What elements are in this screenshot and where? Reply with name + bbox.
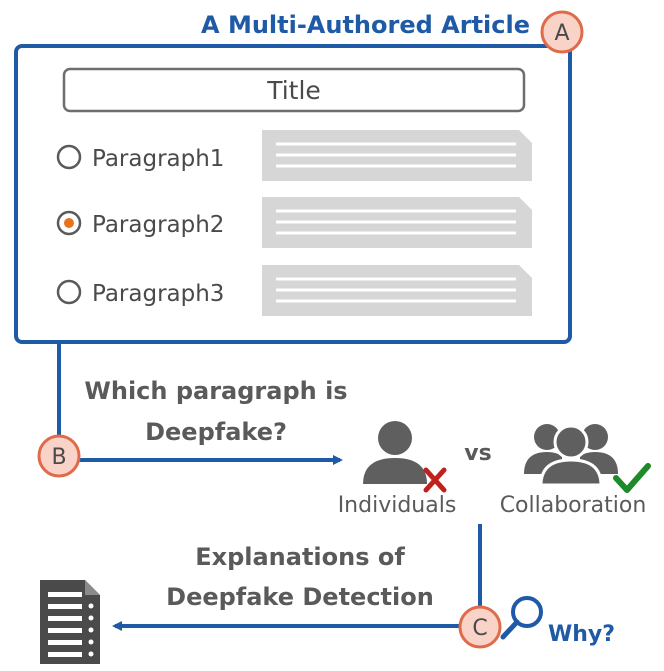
paragraph-row-3: Paragraph3 [56, 265, 532, 316]
paragraph-placeholder-3 [262, 265, 532, 316]
paragraph-row-2: Paragraph2 [56, 197, 532, 248]
radio-button-paragraph-1[interactable] [56, 144, 82, 170]
radio-button-paragraph-3[interactable] [56, 279, 82, 305]
paragraph-placeholder-1 [262, 130, 532, 181]
paragraph-label-3: Paragraph3 [92, 281, 224, 307]
question-line-2: Deepfake? [145, 418, 287, 446]
marker-c-label: C [472, 616, 487, 641]
question-line-1: Which paragraph is [84, 377, 347, 405]
check-icon [613, 463, 651, 493]
marker-b-label: B [51, 445, 66, 470]
marker-a: A [540, 10, 584, 54]
why-label: Why? [548, 622, 615, 647]
paragraph-label-1: Paragraph1 [92, 146, 224, 172]
marker-b: B [37, 434, 81, 478]
group-icon [524, 424, 618, 487]
collaboration-label: Collaboration [500, 493, 647, 518]
vs-label: vs [464, 441, 491, 466]
paragraph-label-2: Paragraph2 [92, 212, 224, 238]
paragraph-placeholder-2 [262, 197, 532, 248]
title-field: Title [62, 67, 526, 113]
magnifier-icon [500, 596, 543, 640]
person-icon [363, 421, 427, 484]
explanations-line-1: Explanations of [195, 543, 405, 571]
marker-c: C [458, 605, 502, 649]
individuals-label: Individuals [338, 493, 457, 518]
title-label: Title [266, 76, 321, 105]
document-list-icon [40, 580, 100, 664]
radio-selected-dot [64, 218, 74, 228]
marker-a-label: A [554, 21, 569, 46]
explanations-line-2: Deepfake Detection [166, 583, 434, 611]
cross-icon [423, 467, 447, 493]
article-heading: A Multi-Authored Article [201, 11, 530, 39]
paragraph-row-1: Paragraph1 [56, 130, 532, 181]
